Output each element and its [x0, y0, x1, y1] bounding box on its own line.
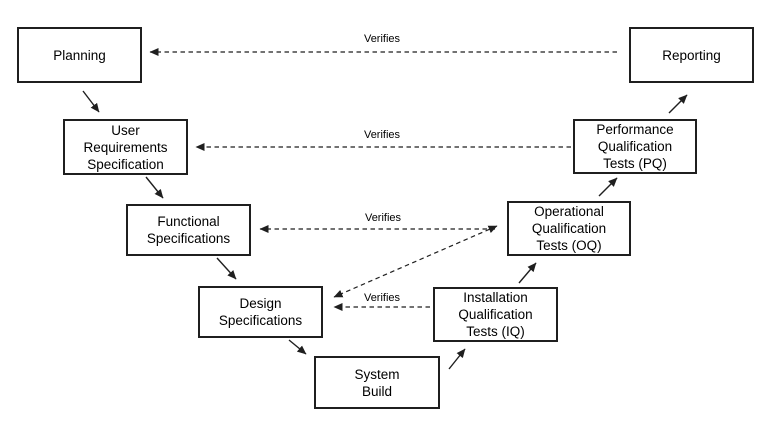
box-functional-specifications: Functional Specifications: [126, 204, 251, 256]
box-design-specifications: Design Specifications: [198, 286, 323, 338]
verifies-label-reporting-planning: Verifies: [363, 33, 401, 45]
box-system-build: System Build: [314, 356, 440, 409]
box-planning: Planning: [17, 27, 142, 83]
verifies-label-pq-urs: Verifies: [363, 129, 401, 141]
arrow-planning-to-urs: [82, 90, 100, 113]
verifies-label-iq-design: Verifies: [363, 292, 401, 304]
box-reporting: Reporting: [629, 27, 754, 83]
arrow-design-to-system-build: [288, 339, 307, 355]
verifies-arrow-oq-to-design: [333, 225, 498, 298]
verifies-label-oq-functional: Verifies: [364, 212, 402, 224]
arrow-system-build-to-iq: [448, 348, 466, 370]
arrow-functional-to-design: [216, 257, 237, 280]
arrow-oq-to-pq: [598, 177, 618, 197]
arrow-iq-to-oq: [518, 262, 537, 284]
arrow-pq-to-reporting: [668, 94, 688, 114]
box-installation-qualification-tests-iq: Installation Qualification Tests (IQ): [433, 287, 558, 342]
box-performance-qualification-tests-pq: Performance Qualification Tests (PQ): [573, 119, 697, 174]
box-user-requirements-specification: User Requirements Specification: [63, 119, 188, 175]
box-operational-qualification-tests-oq: Operational Qualification Tests (OQ): [507, 201, 631, 256]
arrow-urs-to-functional: [145, 176, 164, 199]
